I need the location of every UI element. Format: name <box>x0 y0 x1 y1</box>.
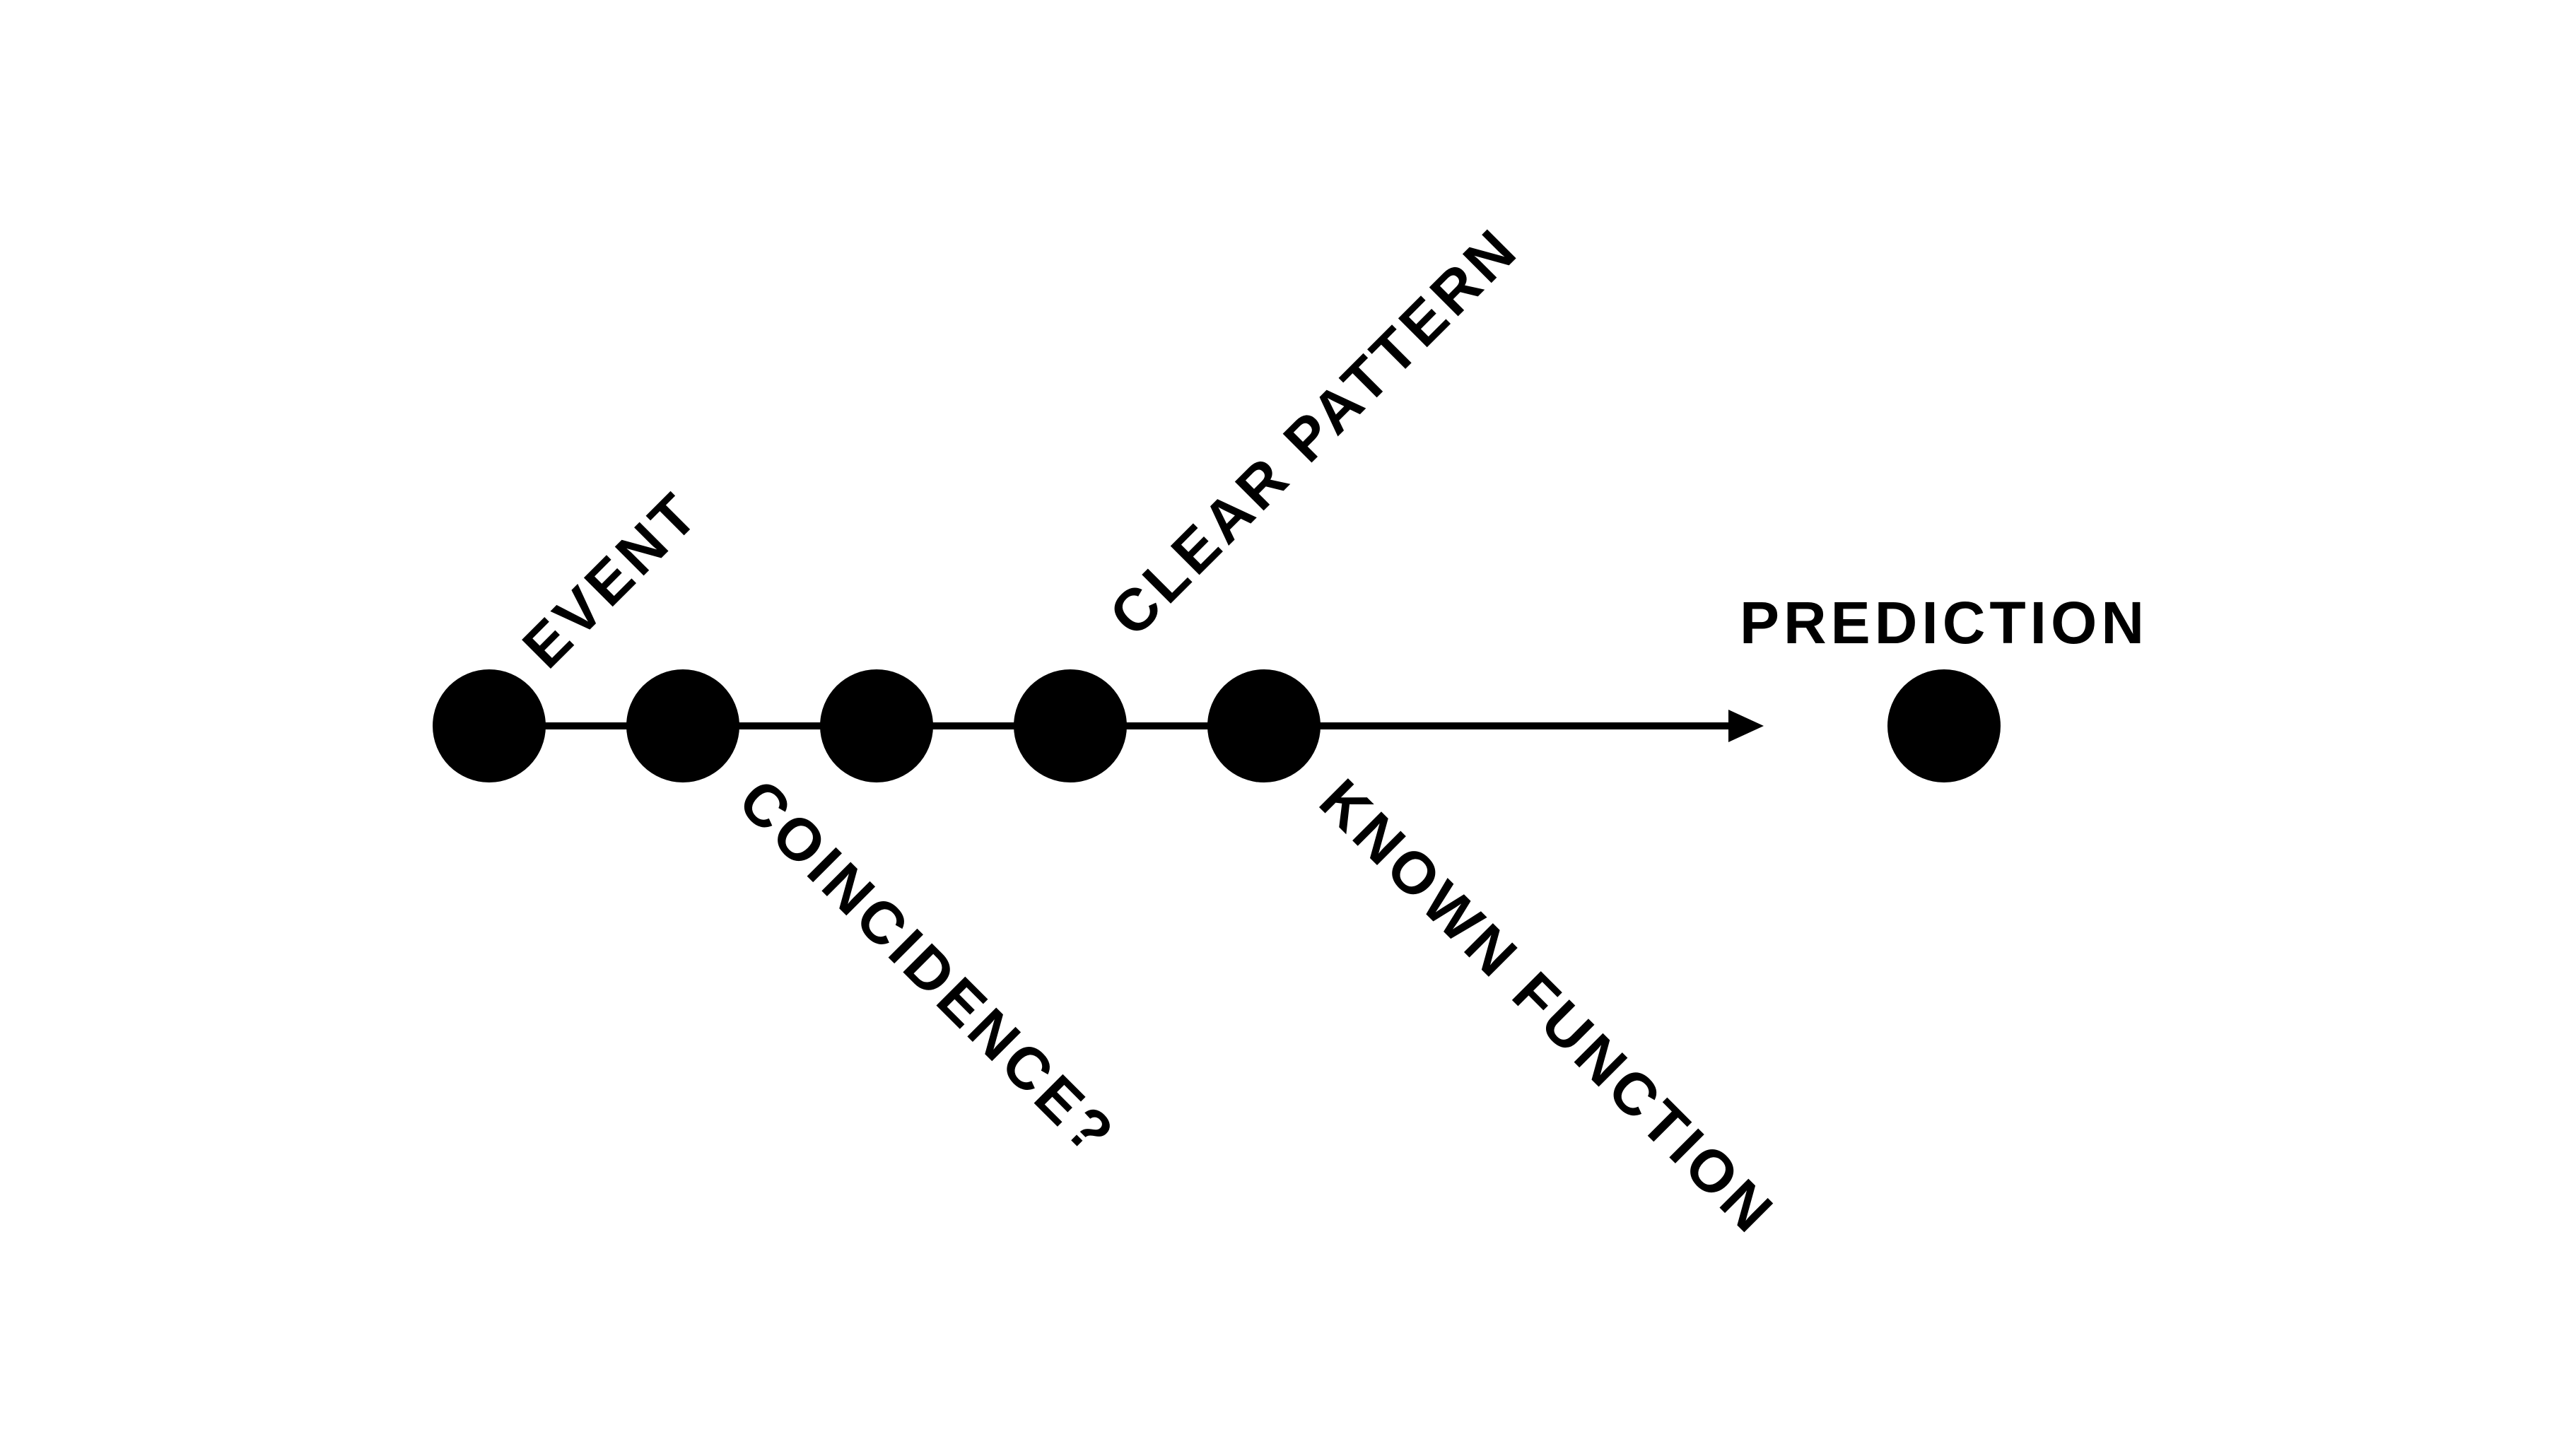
prediction-dot <box>1887 669 2001 782</box>
label-known-function: KNOWN FUNCTION <box>1307 766 1788 1247</box>
timeline-arrowhead <box>1728 710 1764 742</box>
label-coincidence: COINCIDENCE? <box>726 766 1128 1168</box>
event-dot-1 <box>433 669 546 782</box>
label-event: EVENT <box>510 479 712 681</box>
event-dot-4 <box>1014 669 1127 782</box>
event-dot-5 <box>1207 669 1321 782</box>
event-dot-2 <box>626 669 739 782</box>
event-dot-3 <box>820 669 933 782</box>
label-prediction: PREDICTION <box>1740 589 2148 656</box>
label-clear-pattern: CLEAR PATTERN <box>1096 214 1530 648</box>
